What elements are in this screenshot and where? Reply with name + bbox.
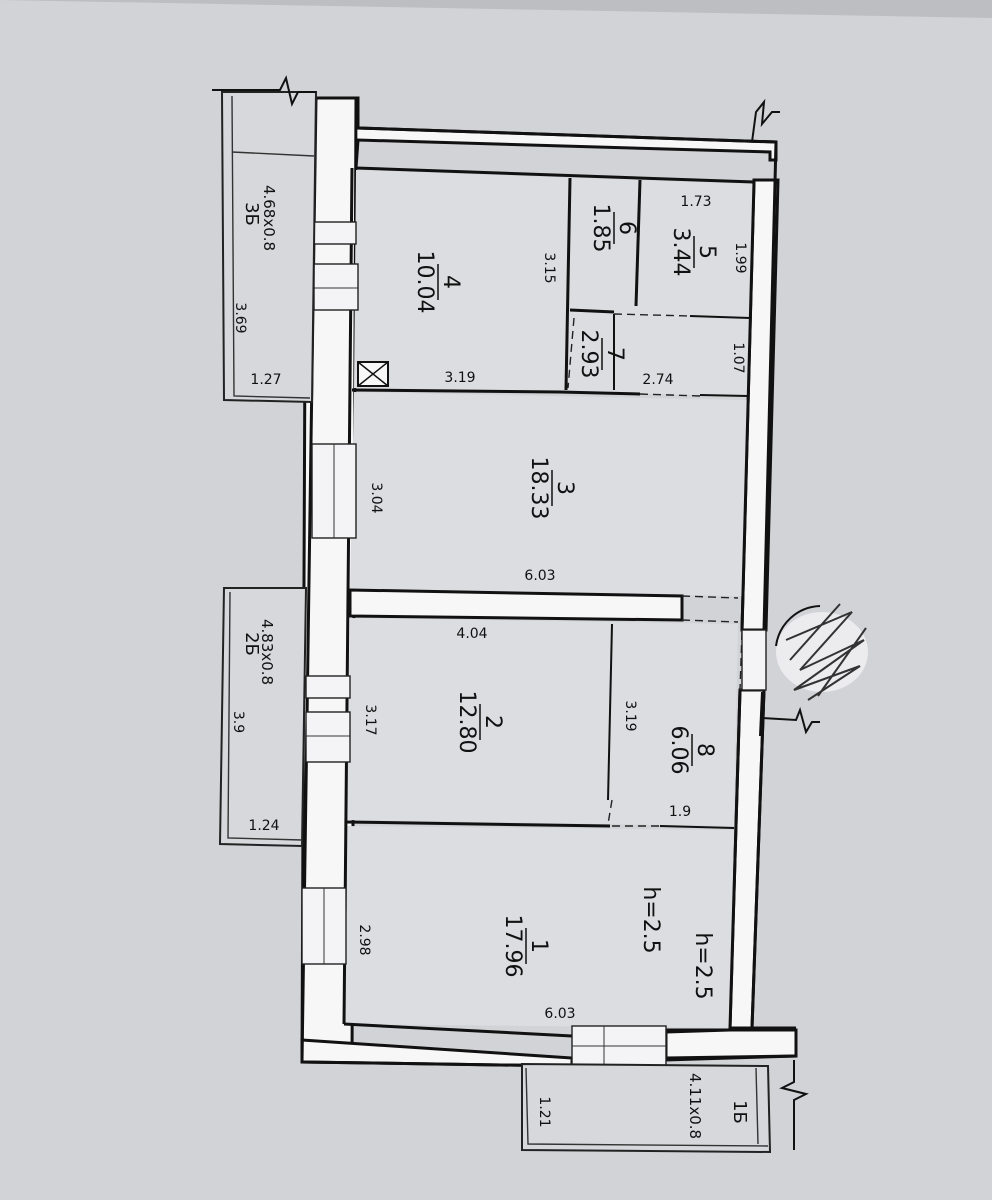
dim-room-3-depth: 3.04 (368, 482, 384, 513)
dim-room-5-depth: 1.99 (732, 242, 748, 273)
balcony-3-name: 3Б (241, 202, 262, 226)
room-floors (344, 170, 754, 1028)
room-6-area: 1.85 (588, 204, 613, 253)
dim-room-4-depth: 3.15 (541, 252, 557, 283)
room-4-number: 4 (438, 275, 463, 289)
balcony-2-length: 3.9 (230, 711, 246, 733)
balcony-1-depth: 1.21 (536, 1096, 552, 1127)
room-1-label: 1 17.96 (500, 915, 551, 978)
window-4 (305, 675, 351, 699)
room-5-label: 5 3.44 (668, 228, 719, 277)
room-8-label: 8 6.06 (666, 726, 717, 775)
room-7-number: 7 (602, 347, 627, 361)
break-marks (751, 98, 820, 737)
dim-room-8-depth: 3.19 (622, 700, 638, 731)
paper-shadow (0, 0, 992, 18)
balcony-1 (521, 1060, 809, 1154)
room-4-area: 10.04 (412, 251, 437, 314)
room-6-number: 6 (614, 221, 639, 235)
room-7-area: 2.93 (576, 330, 601, 379)
room-8-number: 8 (692, 743, 717, 757)
balcony-labels: 3Б 4.68x0.8 3.69 1.27 2Б 4.83x0.8 3.9 1.… (230, 185, 750, 1139)
window-7 (571, 1025, 667, 1069)
room-labels: 4 10.04 6 1.85 5 3.44 7 2.93 3 18.33 (412, 204, 719, 978)
window-1 (311, 221, 357, 245)
balcony-2 (218, 587, 308, 848)
floor-room-2-8 (346, 618, 738, 826)
dim-room-7-width: 2.74 (642, 372, 673, 388)
room-7-label: 7 2.93 (576, 330, 627, 379)
room-2-area: 12.80 (454, 691, 479, 754)
dimension-labels: 3.15 3.19 1.73 1.99 1.07 2.74 3.04 6.03 … (356, 194, 748, 1022)
balcony-1-size: 4.11x0.8 (686, 1073, 704, 1139)
dim-room-2-width: 4.04 (456, 626, 487, 642)
room-3-label: 3 18.33 (526, 457, 577, 520)
window-2 (313, 263, 359, 311)
room-5-area: 3.44 (668, 228, 693, 277)
windows (301, 221, 767, 1069)
dim-room-4-width: 3.19 (444, 370, 475, 386)
balcony-3-size: 4.68x0.8 (260, 185, 278, 251)
balcony-1-name: 1Б (729, 1100, 750, 1124)
room-6-label: 6 1.85 (588, 204, 639, 253)
vent-shaft-icon (357, 361, 389, 387)
balcony-2-size: 4.83x0.8 (258, 619, 276, 685)
balcony-3-length: 3.69 (232, 302, 248, 333)
room-3-number: 3 (552, 481, 577, 495)
ceiling-height-2: h=2.5 (690, 932, 715, 999)
room-4-label: 4 10.04 (412, 251, 463, 314)
height-labels: h=2.5 h=2.5 (638, 886, 715, 999)
dim-room-5-width: 1.73 (680, 194, 711, 210)
balcony-2-depth: 1.24 (248, 818, 279, 834)
ceiling-height-1: h=2.5 (638, 886, 663, 953)
dim-room-1-depth: 2.98 (356, 924, 372, 955)
dim-room-7-depth: 1.07 (730, 342, 746, 373)
floor-room-3 (350, 392, 748, 596)
room-3-area: 18.33 (526, 457, 551, 520)
redaction-scribble (775, 603, 868, 701)
floor-room-1 (344, 826, 734, 1028)
balcony-2-name: 2Б (241, 632, 262, 656)
room-1-number: 1 (526, 939, 551, 953)
room-8-area: 6.06 (666, 726, 691, 775)
room-2-number: 2 (480, 715, 505, 729)
room-1-area: 17.96 (500, 915, 525, 978)
balcony-3 (212, 75, 318, 404)
dim-room-1-width: 6.03 (544, 1006, 575, 1022)
dim-room-2-depth: 3.17 (362, 704, 378, 735)
dim-room-3-width: 6.03 (524, 568, 555, 584)
window-5 (305, 711, 351, 763)
room-5-number: 5 (694, 245, 719, 259)
balcony-3-depth: 1.27 (250, 372, 281, 388)
dim-room-8-width: 1.9 (669, 804, 691, 820)
entrance-opening (741, 629, 767, 691)
floor-zone-upper (354, 170, 754, 396)
room-2-label: 2 12.80 (454, 691, 505, 754)
